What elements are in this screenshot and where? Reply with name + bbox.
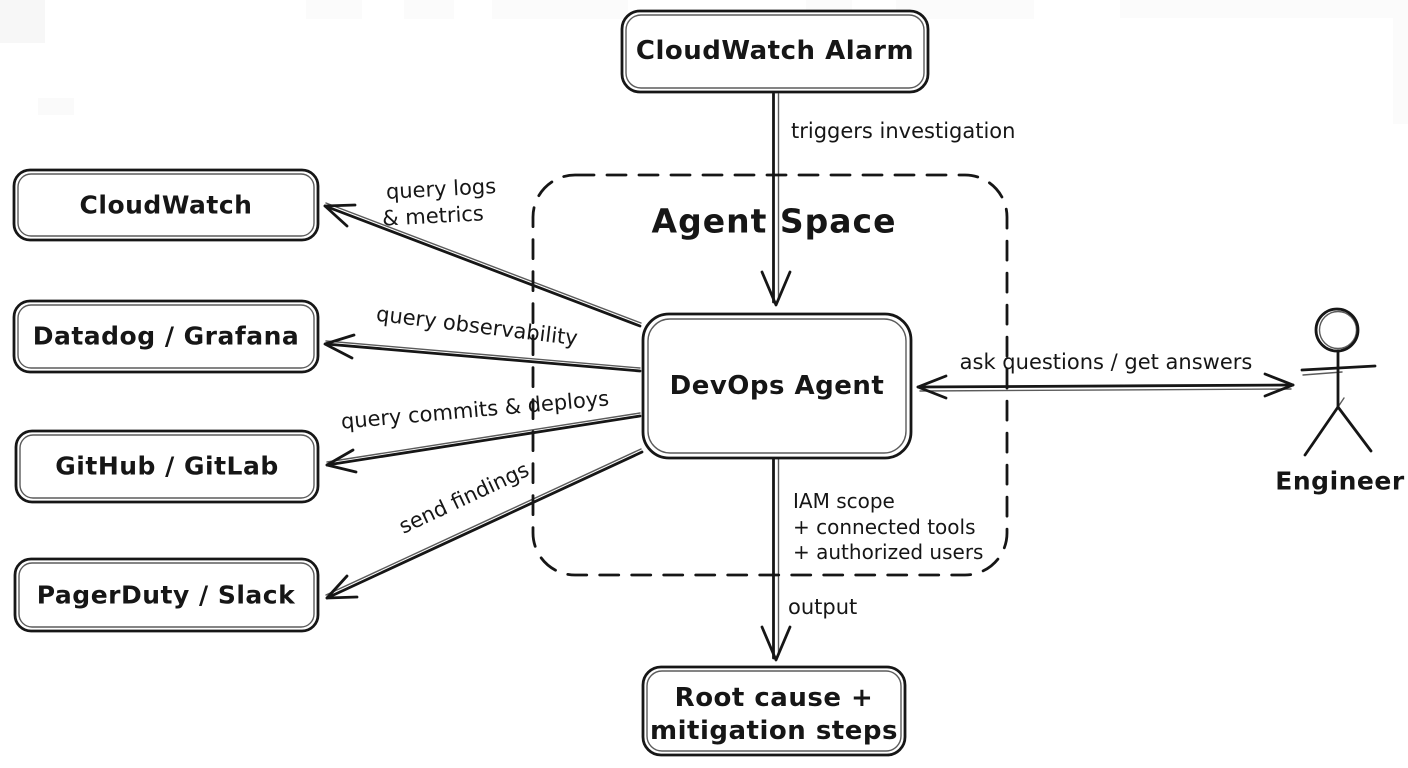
edge-label-triggers: triggers investigation: [791, 119, 1015, 143]
arrowhead-left-icon: [916, 374, 948, 400]
node-border-double: [19, 434, 315, 499]
edge-label-query-observability: query observability: [375, 302, 579, 351]
node-github-gitlab: GitHub / GitLab: [14, 429, 320, 504]
node-border-double: [625, 14, 925, 89]
node-label-root-cause-line2: mitigation steps: [650, 716, 898, 746]
stick-figure-right-leg: [1336, 405, 1373, 453]
arrowhead-icon: [760, 625, 792, 662]
scope-line3: + authorized users: [793, 540, 983, 564]
stick-figure-arms-double: [1302, 371, 1343, 376]
arrowhead-right-icon: [1263, 372, 1295, 398]
edge-query-commits-deploys: query commits & deploys: [325, 386, 642, 474]
node-border: [12, 168, 320, 242]
node-datadog-grafana: Datadog / Grafana: [12, 299, 320, 374]
agent-space-border: [531, 173, 1009, 577]
node-border: [641, 312, 913, 460]
shaft-double: [325, 448, 642, 596]
artifact: [896, 0, 1034, 19]
shaft: [325, 450, 644, 600]
artifact: [38, 98, 74, 115]
artifact: [404, 0, 454, 19]
node-label-engineer: Engineer: [1275, 467, 1405, 496]
edge-label-output: output: [788, 595, 857, 619]
arrowhead-icon: [760, 270, 792, 307]
scope-line1: IAM scope: [793, 489, 895, 513]
shaft-double: [325, 202, 642, 324]
artifact: [1120, 0, 1408, 18]
node-label-datadog-grafana: Datadog / Grafana: [33, 322, 300, 351]
node-label-pagerduty-slack: PagerDuty / Slack: [37, 581, 296, 610]
node-border-double: [17, 173, 315, 237]
shaft-double: [325, 340, 641, 369]
artifact: [0, 0, 45, 43]
edge-label-query-logs-line2: & metrics: [382, 201, 485, 230]
edge-ask-get-answers: ask questions / get answers: [916, 350, 1295, 400]
scope-line2: + connected tools: [793, 515, 976, 539]
artifact: [1393, 14, 1408, 124]
node-border: [13, 557, 320, 633]
shaft-double: [326, 412, 641, 463]
edge-query-logs-metrics: query logs & metrics: [323, 174, 642, 328]
node-label-cloudwatch: CloudWatch: [80, 191, 253, 220]
node-border-double: [647, 318, 907, 454]
stick-figure-head-double: [1318, 310, 1358, 350]
edge-label-ask-answers: ask questions / get answers: [960, 350, 1253, 374]
arrowhead-icon: [325, 574, 359, 600]
edge-send-findings: send findings: [325, 448, 644, 600]
edge-label-send-findings: send findings: [395, 457, 532, 538]
node-border-double: [646, 670, 902, 752]
stick-figure-head-icon: [1314, 307, 1360, 353]
node-label-github-gitlab: GitHub / GitLab: [55, 452, 278, 481]
node-border: [14, 429, 320, 504]
node-border: [620, 9, 930, 94]
node-border: [641, 665, 907, 757]
artifact: [306, 0, 362, 19]
arrowhead-icon: [323, 203, 357, 228]
artifact: [492, 0, 628, 19]
scope-annotation: IAM scope + connected tools + authorized…: [793, 489, 983, 564]
edge-triggers-investigation: triggers investigation: [760, 92, 1015, 307]
shaft: [323, 204, 642, 328]
node-root-cause: Root cause + mitigation steps: [641, 665, 907, 757]
node-devops-agent: DevOps Agent: [641, 312, 913, 460]
node-cloudwatch-alarm: CloudWatch Alarm: [620, 9, 930, 94]
arrowhead-icon: [325, 448, 358, 474]
shaft: [325, 414, 642, 467]
node-border-double: [18, 562, 315, 628]
stick-figure-arms: [1300, 364, 1377, 372]
node-pagerduty-slack: PagerDuty / Slack: [13, 557, 320, 633]
shaft-double: [919, 388, 1292, 392]
node-border-double: [17, 304, 315, 369]
node-engineer: Engineer: [1275, 307, 1405, 496]
arrowhead-icon: [323, 333, 356, 360]
edge-query-observability: query observability: [323, 302, 642, 373]
shaft: [324, 342, 642, 373]
node-border: [12, 299, 320, 374]
edge-label-query-logs-line1: query logs: [385, 174, 496, 204]
shaft: [916, 383, 1295, 389]
node-label-devops-agent: DevOps Agent: [670, 371, 885, 401]
edge-output: output: [760, 456, 857, 662]
stick-figure-leg-double: [1311, 397, 1345, 447]
node-cloudwatch: CloudWatch: [12, 168, 320, 242]
node-label-root-cause-line1: Root cause +: [675, 683, 874, 713]
node-label-cloudwatch-alarm: CloudWatch Alarm: [636, 36, 914, 66]
